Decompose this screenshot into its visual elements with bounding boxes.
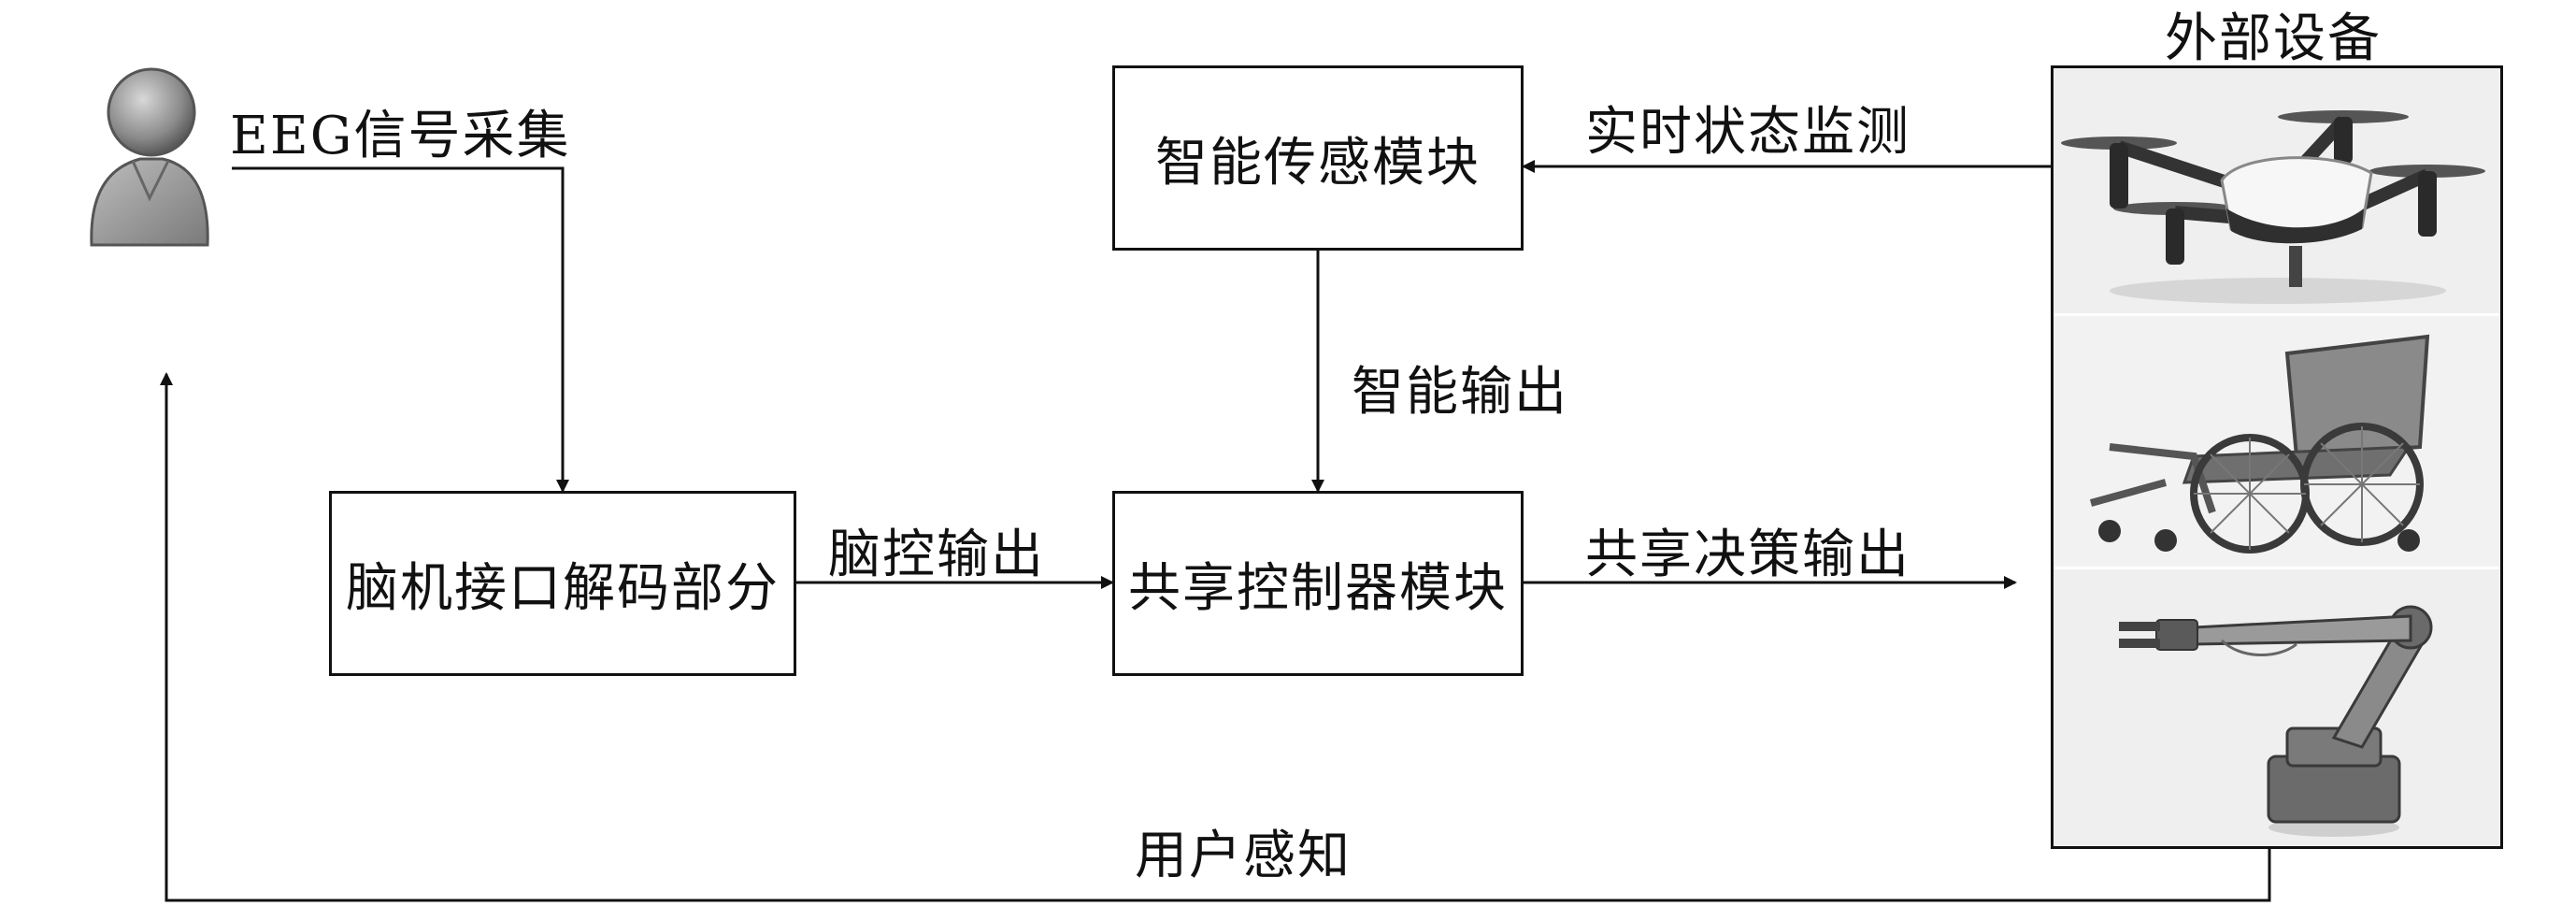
- user-perception-label: 用户感知: [1135, 826, 1352, 886]
- drone-image: [2054, 68, 2500, 313]
- eeg-signal-label: EEG信号采集: [230, 106, 571, 166]
- shared-decision-output-label: 共享决策输出: [1585, 525, 1911, 585]
- user-perception-feedback-arrow: [160, 372, 2271, 902]
- external-devices-title: 外部设备: [2165, 8, 2382, 69]
- shared-controller-label: 共享控制器模块: [1128, 557, 1508, 619]
- realtime-monitoring-label: 实时状态监测: [1585, 102, 1911, 163]
- wheelchair-image: [2054, 316, 2500, 567]
- smart-output-label: 智能输出: [1352, 362, 1568, 423]
- brain-control-output-label: 脑控输出: [828, 525, 1045, 585]
- robotic-arm-image: [2054, 569, 2500, 846]
- user-icon: [90, 67, 209, 247]
- eeg-to-decoder-arrow: [232, 166, 569, 493]
- external-devices-panel: [2051, 65, 2503, 849]
- shared-controller-box: 共享控制器模块: [1112, 491, 1524, 676]
- bci-decoding-label: 脑机接口解码部分: [346, 557, 780, 619]
- bci-decoding-box: 脑机接口解码部分: [329, 491, 796, 676]
- sensing-module-box: 智能传感模块: [1112, 65, 1524, 251]
- sensing-module-label: 智能传感模块: [1155, 132, 1481, 194]
